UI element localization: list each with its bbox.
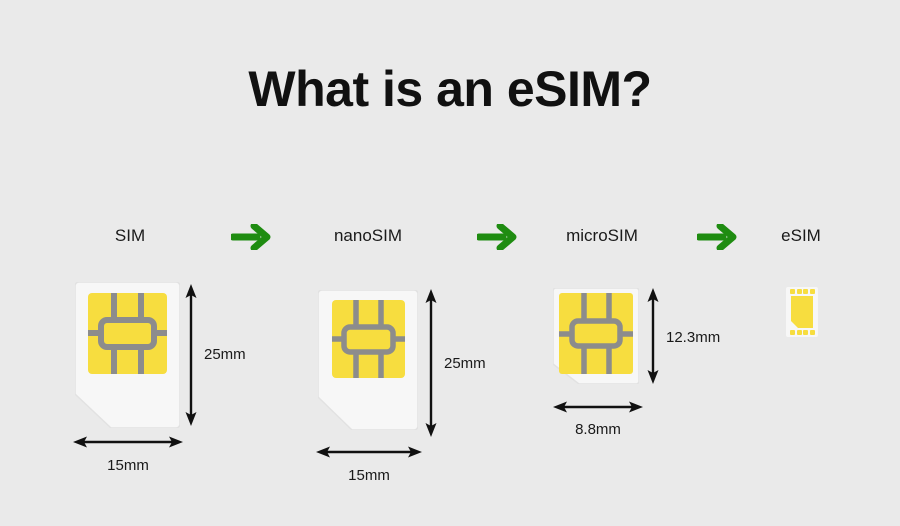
nanosim-width-label: 15mm [348,467,390,484]
microsim-width-label: 8.8mm [575,421,621,438]
nanosim-width-dimension-arrow [316,443,422,461]
page-title: What is an eSIM? [248,61,652,117]
microsim-card-graphic [553,288,639,384]
microsim-height-label: 12.3mm [666,329,721,346]
arrow-right-icon [697,224,739,250]
nanosim-height-dimension-arrow [422,289,440,437]
step-label-nanosim: nanoSIM [333,226,403,245]
arrow-right-icon [231,224,273,250]
step-label-microsim: microSIM [566,226,638,245]
microsim-height-dimension-arrow [644,288,662,384]
sim-width-dimension-arrow [73,433,183,451]
nanosim-height-label: 25mm [444,355,486,372]
esim-chip-graphic [786,287,818,337]
microsim-width-dimension-arrow [553,398,643,416]
arrow-right-icon [477,224,519,250]
sim-width-label: 15mm [107,457,149,474]
sim-height-dimension-arrow [182,284,200,426]
nanosim-card-graphic [318,290,418,430]
sim-card-graphic [75,282,180,428]
step-label-sim: SIM [114,226,146,245]
step-label-esim: eSIM [781,226,821,245]
sim-height-label: 25mm [204,346,246,363]
